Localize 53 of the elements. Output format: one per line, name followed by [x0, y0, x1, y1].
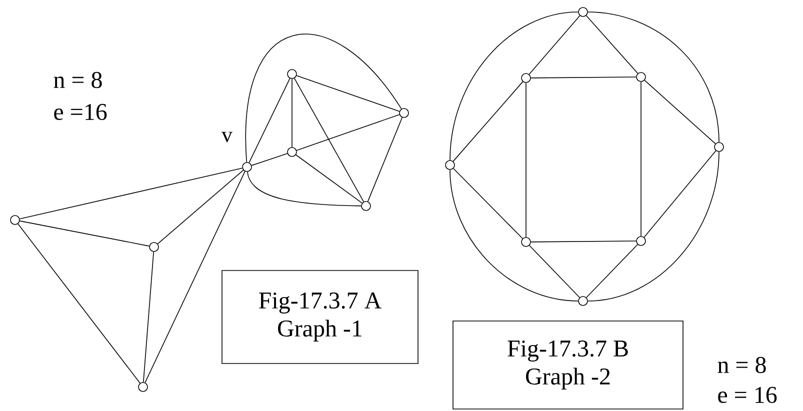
count-label: e = 16	[718, 386, 777, 404]
vertex-circle	[578, 7, 588, 17]
vertex-circle	[287, 69, 297, 79]
vertex-circle	[578, 296, 588, 306]
graph-edge	[588, 12, 720, 142]
count-label: n = 8	[54, 72, 102, 88]
graph-edge	[530, 76, 636, 78]
graph-edge	[644, 80, 716, 144]
graph-edge	[453, 168, 523, 239]
graph-edge	[251, 153, 288, 166]
graph-edge	[367, 117, 403, 202]
vertex-circle	[287, 147, 297, 157]
graph-edge	[296, 75, 400, 112]
graph-edge	[586, 244, 638, 298]
vertex-circle	[521, 73, 531, 83]
graph-edge	[248, 78, 290, 163]
graph-edge	[296, 154, 362, 204]
graph-edge	[247, 171, 362, 206]
graph-edge	[586, 15, 638, 74]
caption-box: Fig-17.3.7 A Graph -1	[222, 270, 418, 364]
vertex-circle	[636, 72, 646, 82]
graph-edge	[452, 81, 524, 162]
vertex-circle	[10, 215, 20, 225]
graph-edge	[19, 168, 243, 220]
graph-edge	[588, 151, 720, 302]
graph-edge	[529, 245, 580, 298]
vertex-circle	[149, 242, 159, 252]
vertex-circle	[636, 236, 646, 246]
count-label: e =16	[54, 104, 107, 120]
graph-edge	[19, 220, 150, 246]
vertex-label: v	[222, 132, 233, 142]
vertex-circle	[399, 108, 409, 118]
vertex-circle	[242, 162, 252, 172]
vertex-circle	[714, 142, 724, 152]
graph-edge	[143, 251, 154, 382]
graph-edge	[640, 82, 642, 236]
count-label: n = 8	[718, 356, 766, 374]
graph-edge	[528, 15, 580, 75]
graph-edge	[644, 150, 716, 238]
graph-edge	[144, 171, 246, 383]
graph-edge	[450, 12, 578, 160]
graph-edge	[18, 223, 140, 384]
graph-edge	[450, 169, 578, 302]
vertex-circle	[138, 382, 148, 392]
graph-edge	[157, 170, 244, 244]
vertex-circle	[521, 237, 531, 247]
vertex-circle	[361, 201, 371, 211]
graph-edge	[296, 114, 400, 151]
vertex-circle	[445, 160, 455, 170]
graph-edge	[245, 34, 402, 163]
caption-box: Fig-17.3.7 B Graph -2	[452, 320, 684, 410]
graph-edge	[294, 78, 364, 202]
graph-edge	[530, 240, 636, 242]
